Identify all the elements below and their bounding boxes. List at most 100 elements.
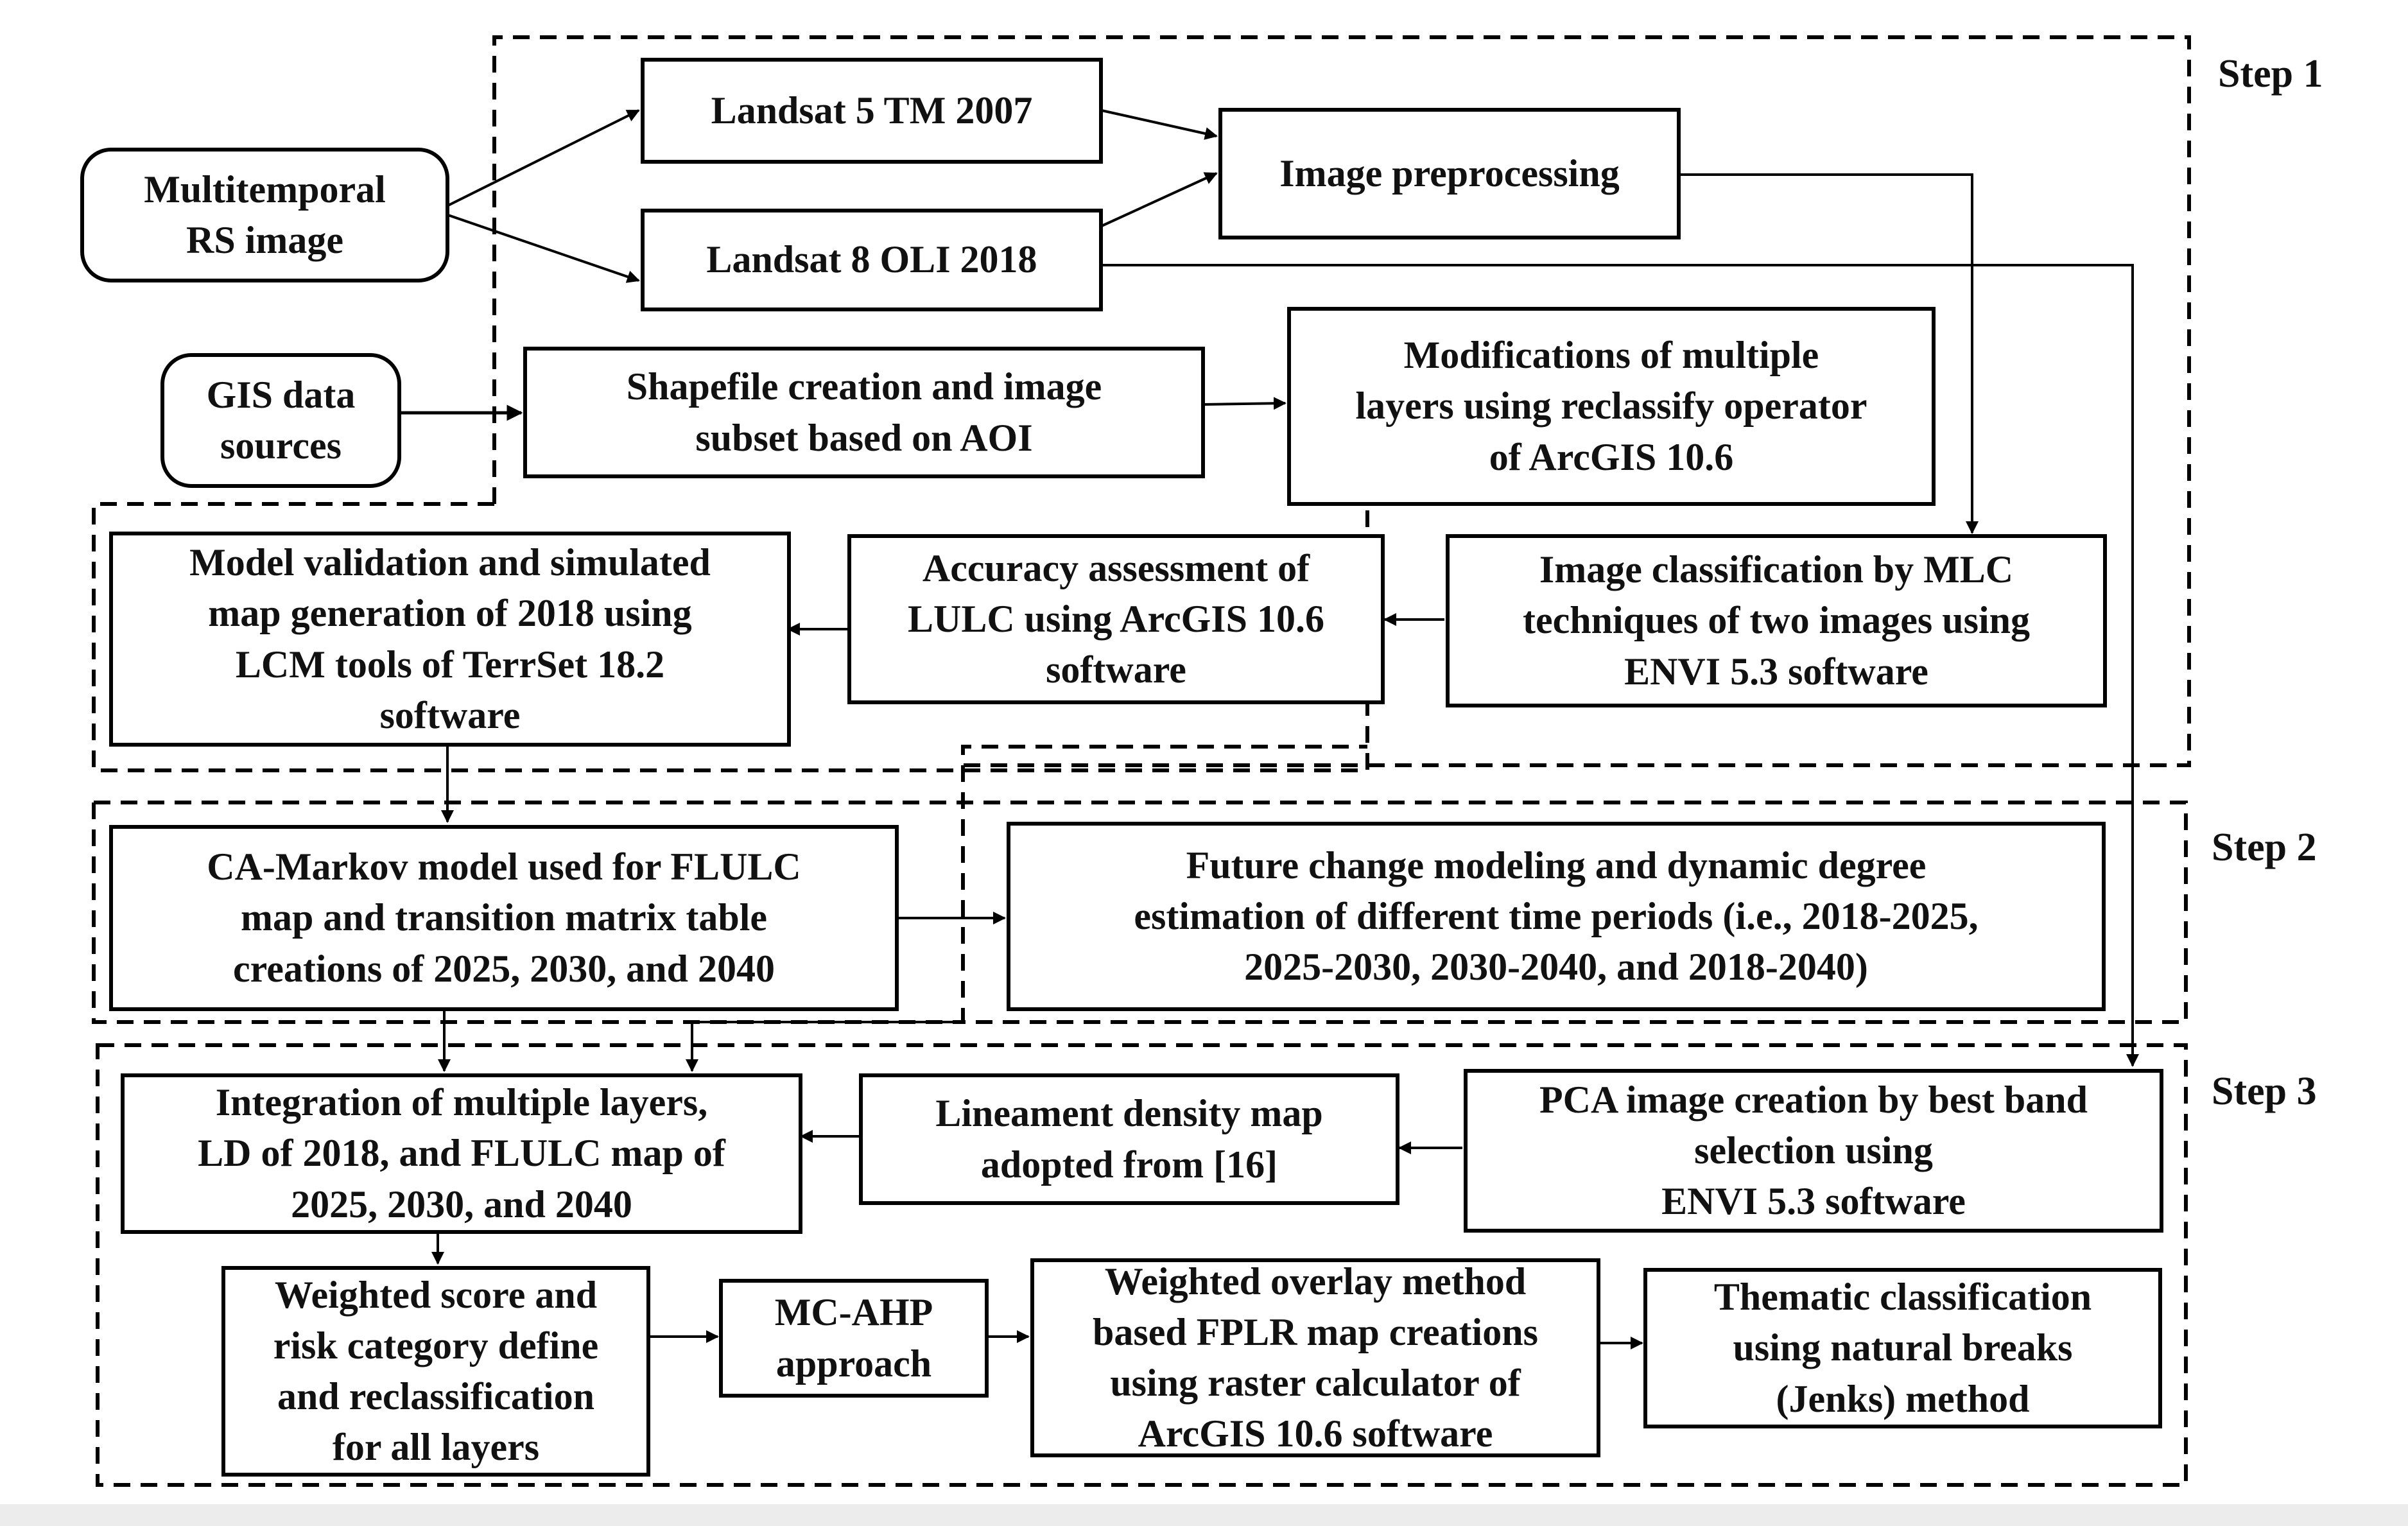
node-text-line: Model validation and simulated	[189, 541, 711, 584]
node-text: Image preprocessing	[1279, 148, 1619, 199]
node-text: Integration of multiple layers, LD of 201…	[198, 1077, 725, 1230]
node-text: Shapefile creation and image subset based…	[627, 361, 1102, 463]
node-text: Model validation and simulated map genera…	[189, 537, 711, 741]
node-thematic-classification: Thematic classification using natural bre…	[1643, 1268, 2162, 1428]
node-text-line: Future change modeling and dynamic degre…	[1186, 844, 1927, 887]
node-text: Accuracy assessment of LULC using ArcGIS …	[908, 543, 1324, 696]
node-text-line: GIS data	[206, 373, 356, 416]
node-gis-data-sources: GIS data sources	[160, 353, 401, 488]
node-text-line: Multitemporal	[144, 168, 386, 211]
node-text-line: selection using	[1694, 1129, 1933, 1172]
node-text-line: map and transition matrix table	[240, 896, 768, 939]
node-model-validation: Model validation and simulated map genera…	[109, 532, 791, 747]
arrow-landsat8-to-pca	[1102, 264, 2139, 1067]
node-landsat5: Landsat 5 TM 2007	[641, 58, 1103, 164]
node-text-line: Weighted overlay method	[1104, 1260, 1527, 1303]
node-text-line: of ArcGIS 10.6	[1489, 435, 1734, 478]
node-text-line: PCA image creation by best band	[1539, 1078, 2088, 1121]
step-1-label: Step 1	[2218, 52, 2323, 96]
node-text: Landsat 8 OLI 2018	[706, 234, 1037, 285]
node-text-line: adopted from [16]	[980, 1143, 1278, 1186]
node-text-line: Lineament density map	[935, 1092, 1323, 1135]
node-text-line: MC-AHP	[774, 1291, 933, 1334]
step2-dashed-border	[94, 745, 2188, 1024]
node-text-line: approach	[775, 1342, 932, 1385]
node-weighted-overlay: Weighted overlay method based FPLR map cr…	[1030, 1258, 1600, 1457]
node-modifications-reclassify: Modifications of multiple layers using re…	[1287, 307, 1936, 506]
node-lineament-density: Lineament density map adopted from [16]	[859, 1073, 1399, 1205]
node-text-line: Shapefile creation and image	[626, 365, 1102, 408]
node-text-line: ENVI 5.3 software	[1624, 650, 1928, 693]
node-text-line: Image classification by MLC	[1539, 548, 2014, 591]
node-text-line: Integration of multiple layers,	[215, 1081, 708, 1124]
step3-dashed-border	[96, 1043, 2188, 1487]
node-text: Landsat 5 TM 2007	[711, 85, 1033, 136]
node-ca-markov-model: CA-Markov model used for FLULC map and tr…	[109, 825, 899, 1011]
node-text-line: LCM tools of TerrSet 18.2	[235, 643, 665, 686]
node-text-line: software	[1046, 648, 1186, 691]
node-accuracy-assessment: Accuracy assessment of LULC using ArcGIS …	[847, 534, 1385, 704]
node-text-line: subset based on AOI	[695, 416, 1033, 459]
arrow-preprocessing-to-classification	[1677, 173, 1979, 534]
node-text: Weighted overlay method based FPLR map cr…	[1093, 1256, 1538, 1460]
node-text-line: 2025-2030, 2030-2040, and 2018-2040)	[1244, 946, 1868, 989]
node-text: Future change modeling and dynamic degre…	[1134, 840, 1978, 993]
node-mc-ahp: MC-AHP approach	[719, 1279, 989, 1398]
node-text-line: ENVI 5.3 software	[1661, 1180, 1966, 1223]
node-text-line: Accuracy assessment of	[922, 546, 1310, 589]
node-pca-image-creation: PCA image creation by best band selection…	[1464, 1069, 2163, 1233]
step-2-label: Step 2	[2212, 826, 2317, 869]
node-text: Lineament density map adopted from [16]	[935, 1088, 1322, 1190]
node-text-line: based FPLR map creations	[1093, 1310, 1538, 1353]
node-text-line: Modifications of multiple	[1403, 334, 1819, 377]
node-image-preprocessing: Image preprocessing	[1218, 108, 1681, 239]
node-text-line: using raster calculator of	[1110, 1362, 1521, 1404]
arrow-landsat8-to-preprocessing	[1101, 172, 1218, 227]
node-text-line: Landsat 8 OLI 2018	[706, 238, 1037, 281]
node-text-line: LULC using ArcGIS 10.6	[907, 597, 1325, 640]
arrow-step2-to-integration	[686, 1021, 963, 1072]
node-text: GIS data sources	[207, 370, 356, 471]
node-text: Thematic classification using natural bre…	[1714, 1272, 2092, 1425]
node-text-line: Thematic classification	[1713, 1276, 2092, 1319]
node-text: Modifications of multiple layers using re…	[1355, 330, 1867, 483]
node-text: MC-AHP approach	[775, 1287, 933, 1389]
node-text-line: (Jenks) method	[1776, 1377, 2030, 1420]
node-text-line: risk category define	[273, 1324, 599, 1367]
node-shapefile-creation: Shapefile creation and image subset based…	[523, 347, 1205, 478]
step1-dashed-border	[492, 35, 2191, 767]
node-text-line: for all layers	[332, 1426, 540, 1469]
node-text-line: Landsat 5 TM 2007	[711, 89, 1033, 132]
node-text-line: map generation of 2018 using	[208, 592, 692, 635]
node-multitemporal-rs-image: Multitemporal RS image	[80, 148, 449, 282]
node-text-line: Image preprocessing	[1279, 152, 1620, 195]
node-integration-layers: Integration of multiple layers, LD of 201…	[121, 1073, 802, 1234]
node-landsat8: Landsat 8 OLI 2018	[641, 209, 1103, 311]
node-text-line: layers using reclassify operator	[1355, 385, 1867, 428]
arrow-shapefile-to-modifications	[1203, 397, 1286, 410]
node-text-line: sources	[220, 424, 342, 467]
node-text: Multitemporal RS image	[144, 164, 386, 266]
node-text-line: 2025, 2030, and 2040	[291, 1183, 632, 1226]
node-text-line: Weighted score and	[274, 1273, 598, 1316]
node-text-line: using natural breaks	[1733, 1326, 2073, 1369]
arrow-multitemporal-to-landsat5	[447, 109, 640, 207]
node-text-line: software	[379, 693, 521, 736]
node-text-line: creations of 2025, 2030, and 2040	[233, 947, 775, 990]
node-text-line: LD of 2018, and FLULC map of	[198, 1132, 725, 1175]
step2-dashed-left	[92, 802, 963, 1024]
node-text-line: RS image	[186, 219, 343, 261]
node-text-line: estimation of different time periods (i.…	[1134, 894, 1979, 937]
node-future-change-modeling: Future change modeling and dynamic degre…	[1007, 822, 2106, 1011]
arrow-landsat5-to-preprocessing	[1101, 109, 1218, 140]
node-text: PCA image creation by best band selection…	[1539, 1075, 2088, 1227]
arrow-multitemporal-to-landsat8	[447, 214, 640, 283]
bottom-scrollbar-strip	[0, 1504, 2408, 1526]
node-text-line: CA-Markov model used for FLULC	[207, 845, 801, 889]
node-text-line: ArcGIS 10.6 software	[1138, 1412, 1493, 1455]
